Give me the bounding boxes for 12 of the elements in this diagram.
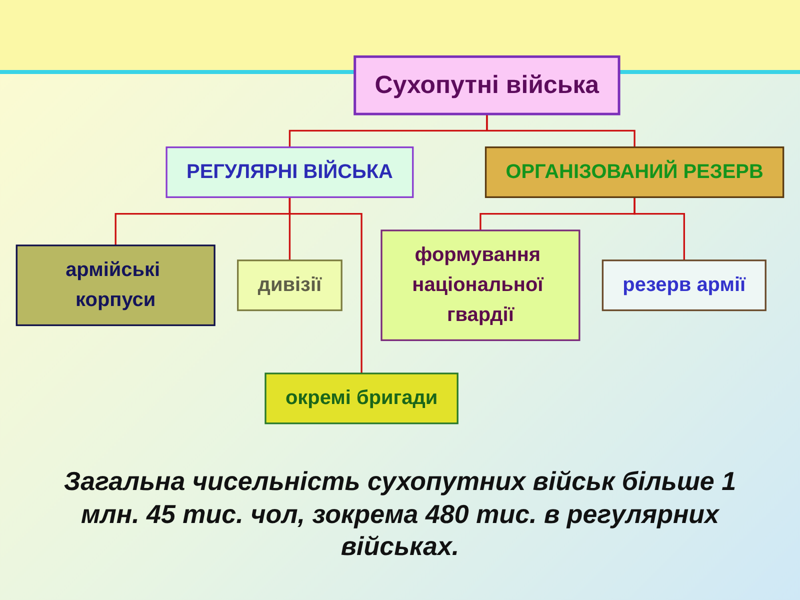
org-box: Сухопутні війська: [354, 56, 620, 116]
org-box: формування національної гвардії: [380, 230, 580, 342]
connector-line: [486, 114, 636, 148]
org-box: резерв армії: [602, 260, 766, 312]
org-box: РЕГУЛЯРНІ ВІЙСЬКА: [166, 146, 414, 198]
connector-line: [634, 198, 685, 261]
org-box: дивізії: [237, 260, 342, 312]
org-box: армійські корпуси: [16, 245, 216, 327]
connector-line: [288, 198, 362, 374]
org-box: окремі бригади: [264, 373, 458, 425]
org-box: ОРГАНІЗОВАНИЙ РЕЗЕРВ: [484, 146, 784, 198]
note-text: Загальна чисельність сухопутних військ більше 1 млн. 45 тис. чол, зокрема 480 тис. в регулярних військах.: [62, 465, 738, 562]
